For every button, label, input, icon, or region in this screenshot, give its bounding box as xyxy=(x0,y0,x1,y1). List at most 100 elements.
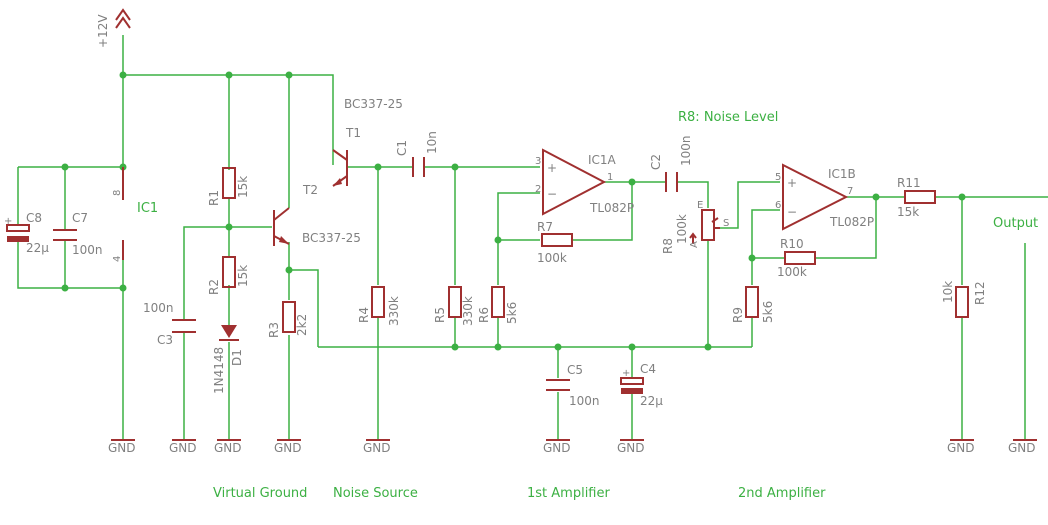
svg-text:5: 5 xyxy=(775,172,781,183)
svg-text:C5: C5 xyxy=(567,363,583,377)
svg-text:C3: C3 xyxy=(157,333,173,347)
gnd-label: GND xyxy=(543,441,571,455)
ic1-label: IC1 xyxy=(137,201,158,216)
svg-text:C7: C7 xyxy=(72,211,88,225)
svg-text:330k: 330k xyxy=(461,296,475,326)
svg-text:100k: 100k xyxy=(777,265,807,279)
svg-text:−: − xyxy=(787,205,797,219)
diode-d1: D1 1N4148 xyxy=(212,325,244,394)
gnd-label: GND xyxy=(214,441,242,455)
svg-text:22µ: 22µ xyxy=(26,241,49,255)
svg-text:T2: T2 xyxy=(302,183,318,197)
svg-text:22µ: 22µ xyxy=(640,394,663,408)
svg-text:R9: R9 xyxy=(731,307,745,323)
svg-text:C2: C2 xyxy=(649,154,663,170)
gnd-label: GND xyxy=(617,441,645,455)
resistor-r2: R2 15k xyxy=(207,256,250,295)
svg-text:R1: R1 xyxy=(207,190,221,206)
svg-text:T1: T1 xyxy=(345,126,361,140)
capacitor-c1: C1 10n xyxy=(395,131,439,177)
svg-text:E: E xyxy=(697,200,703,211)
resistor-r7: R7 100k xyxy=(537,220,573,265)
resistor-r1: R1 15k xyxy=(207,167,250,206)
gnd-label: GND xyxy=(108,441,136,455)
svg-text:IC1B: IC1B xyxy=(828,167,856,181)
svg-text:A: A xyxy=(689,241,700,248)
svg-text:100n: 100n xyxy=(72,243,103,257)
svg-text:C8: C8 xyxy=(26,211,42,225)
svg-text:TL082P: TL082P xyxy=(829,215,874,229)
svg-text:−: − xyxy=(547,187,557,201)
svg-text:BC337-25: BC337-25 xyxy=(344,97,403,111)
capacitor-c8: + C8 22µ xyxy=(4,211,49,255)
svg-text:R12: R12 xyxy=(973,281,987,305)
svg-text:15k: 15k xyxy=(236,265,250,287)
section-labels: Output Virtual Ground Noise Source 1st A… xyxy=(213,216,1038,501)
svg-text:6: 6 xyxy=(775,200,781,211)
svg-text:R6: R6 xyxy=(477,307,491,323)
opamp-ic1b: + − 5 6 7 IC1B TL082P xyxy=(775,163,874,231)
svg-text:R4: R4 xyxy=(357,307,371,323)
resistor-r11: R11 15k xyxy=(897,176,936,219)
ic1-power: 8 4 IC1 xyxy=(112,167,158,262)
noise-level-label: R8: Noise Level xyxy=(678,110,778,125)
gnd-label: GND xyxy=(169,441,197,455)
svg-text:R2: R2 xyxy=(207,279,221,295)
resistor-r10: R10 100k xyxy=(777,237,816,279)
capacitor-c5: C5 100n xyxy=(546,363,600,408)
svg-text:100k: 100k xyxy=(675,214,689,244)
resistor-r6: R6 5k6 xyxy=(477,286,519,324)
resistor-r12: 10k R12 xyxy=(941,281,987,318)
svg-text:100n: 100n xyxy=(143,301,174,315)
potentiometer-r8: A E S R8 100k R8: Noise Level xyxy=(661,110,778,254)
svg-text:2k2: 2k2 xyxy=(295,314,309,336)
resistor-r9: R9 5k6 xyxy=(731,286,775,323)
svg-text:TL082P: TL082P xyxy=(589,201,634,215)
svg-text:R7: R7 xyxy=(537,220,553,234)
svg-text:15k: 15k xyxy=(236,176,250,198)
svg-text:100k: 100k xyxy=(537,251,567,265)
svg-text:100n: 100n xyxy=(679,135,693,166)
ground-symbols: GND GND GND GND GND GND GND GND GND xyxy=(108,439,1037,455)
virtual-ground-label: Virtual Ground xyxy=(213,486,307,501)
output-label: Output xyxy=(993,216,1038,231)
svg-text:C4: C4 xyxy=(640,362,656,376)
svg-text:BC337-25: BC337-25 xyxy=(302,231,361,245)
gnd-label: GND xyxy=(274,441,302,455)
svg-text:15k: 15k xyxy=(897,205,919,219)
svg-text:1N4148: 1N4148 xyxy=(212,347,226,394)
svg-text:R10: R10 xyxy=(780,237,804,251)
resistor-r4: R4 330k xyxy=(357,286,401,326)
svg-text:100n: 100n xyxy=(569,394,600,408)
resistor-r5: R5 330k xyxy=(433,286,475,326)
svg-text:IC1A: IC1A xyxy=(588,153,617,167)
svg-text:+: + xyxy=(622,368,630,379)
gnd-label: GND xyxy=(363,441,391,455)
supply-label: +12V xyxy=(96,14,110,48)
svg-text:3: 3 xyxy=(535,156,541,167)
resistor-r3: R3 2k2 xyxy=(267,301,309,338)
transistor-t1: BC337-25 T1 xyxy=(332,97,403,187)
svg-text:10k: 10k xyxy=(941,281,955,303)
svg-text:330k: 330k xyxy=(387,296,401,326)
noise-source-label: Noise Source xyxy=(333,486,418,501)
svg-text:+: + xyxy=(4,216,12,227)
svg-text:R8: R8 xyxy=(661,238,675,254)
capacitor-c7: C7 100n xyxy=(53,211,103,257)
svg-text:+: + xyxy=(547,161,557,175)
svg-text:4: 4 xyxy=(112,256,123,262)
gnd-label: GND xyxy=(947,441,975,455)
svg-text:1: 1 xyxy=(607,172,613,183)
svg-text:5k6: 5k6 xyxy=(505,302,519,324)
first-amplifier-label: 1st Amplifier xyxy=(527,486,610,501)
svg-text:C1: C1 xyxy=(395,140,409,156)
svg-text:5k6: 5k6 xyxy=(761,301,775,323)
svg-text:R5: R5 xyxy=(433,307,447,323)
svg-text:7: 7 xyxy=(847,186,853,197)
capacitor-c4: + C4 22µ xyxy=(620,362,663,408)
svg-text:2: 2 xyxy=(535,184,541,195)
capacitor-c3: 100n C3 xyxy=(143,301,196,347)
svg-text:10n: 10n xyxy=(425,131,439,154)
